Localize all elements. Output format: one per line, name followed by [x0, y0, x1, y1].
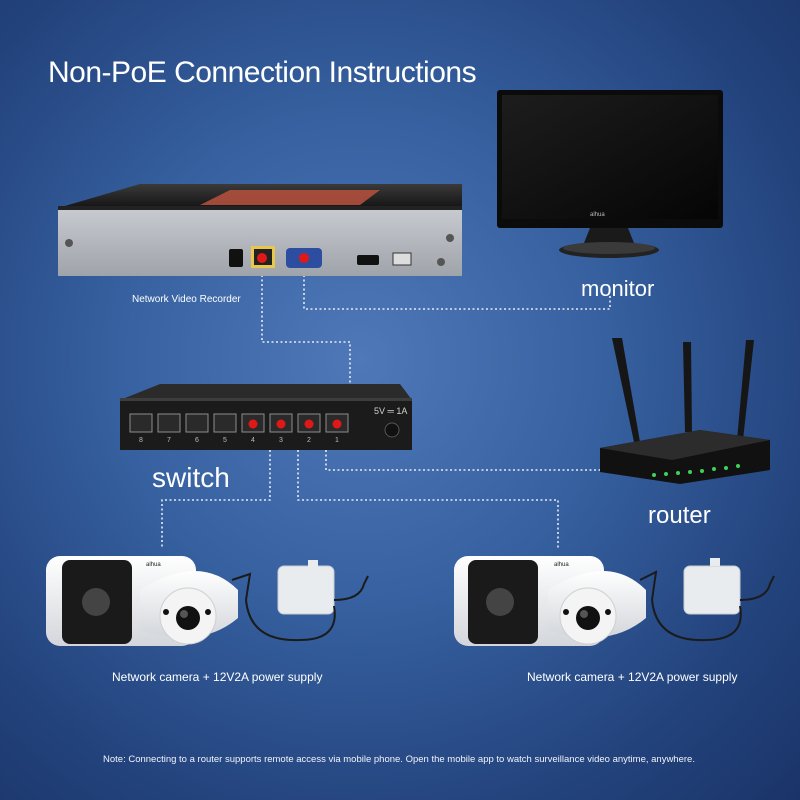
- switch-port-4-connected-dot: [248, 419, 258, 429]
- switch-port-number: 4: [251, 437, 255, 444]
- camera-set-1: [46, 556, 369, 646]
- footnote: Note: Connecting to a router supports re…: [103, 754, 695, 765]
- monitor-brand-logo: alhua: [590, 212, 605, 218]
- camera-1-label: Network camera + 12V2A power supply: [112, 670, 323, 684]
- brand-logos: alhua alhua alhua: [146, 212, 605, 568]
- switch-device: 8 7 6 5 4 3 2 1 5V ═ 1A: [120, 384, 412, 450]
- switch-port-8: [129, 413, 153, 433]
- switch-port-number: 2: [307, 437, 311, 444]
- switch-port-7: [157, 413, 181, 433]
- nvr-device: [58, 184, 462, 276]
- cable-switch-to-router: [325, 432, 605, 471]
- nvr-vga-port: [299, 253, 309, 263]
- switch-port-1-connected-dot: [332, 419, 342, 429]
- switch-port-2-connected-dot: [304, 419, 314, 429]
- switch-power-rating: 5V ═ 1A: [374, 406, 407, 416]
- switch-label: switch: [152, 462, 230, 493]
- camera-2-label: Network camera + 12V2A power supply: [527, 670, 738, 684]
- switch-port-number: 1: [335, 437, 339, 444]
- switch-port-number: 6: [195, 437, 199, 444]
- cable-nvr-to-monitor: [303, 266, 611, 310]
- router-label: router: [648, 502, 711, 529]
- camera-2-brand-logo: alhua: [554, 562, 569, 568]
- page-title: Non-PoE Connection Instructions: [48, 56, 477, 89]
- switch-port-3-connected-dot: [276, 419, 286, 429]
- switch-port-5: [213, 413, 237, 433]
- cable-nvr-to-switch: [261, 266, 351, 418]
- switch-port-number: 8: [139, 437, 143, 444]
- router-device: [600, 338, 770, 484]
- nvr-label: Network Video Recorder: [132, 294, 241, 305]
- cable-switch-to-camera-1: [161, 432, 271, 548]
- switch-port-number: 5: [223, 437, 227, 444]
- monitor-label: monitor: [581, 276, 655, 301]
- camera-1-brand-logo: alhua: [146, 562, 161, 568]
- camera-set-2: [454, 556, 775, 646]
- cable-lines: [161, 266, 611, 548]
- monitor-device: [497, 90, 723, 258]
- switch-port-6: [185, 413, 209, 433]
- nvr-lan-port: [257, 253, 267, 263]
- cable-switch-to-camera-2: [297, 432, 559, 548]
- switch-port-number: 3: [279, 437, 283, 444]
- switch-port-number: 7: [167, 437, 171, 444]
